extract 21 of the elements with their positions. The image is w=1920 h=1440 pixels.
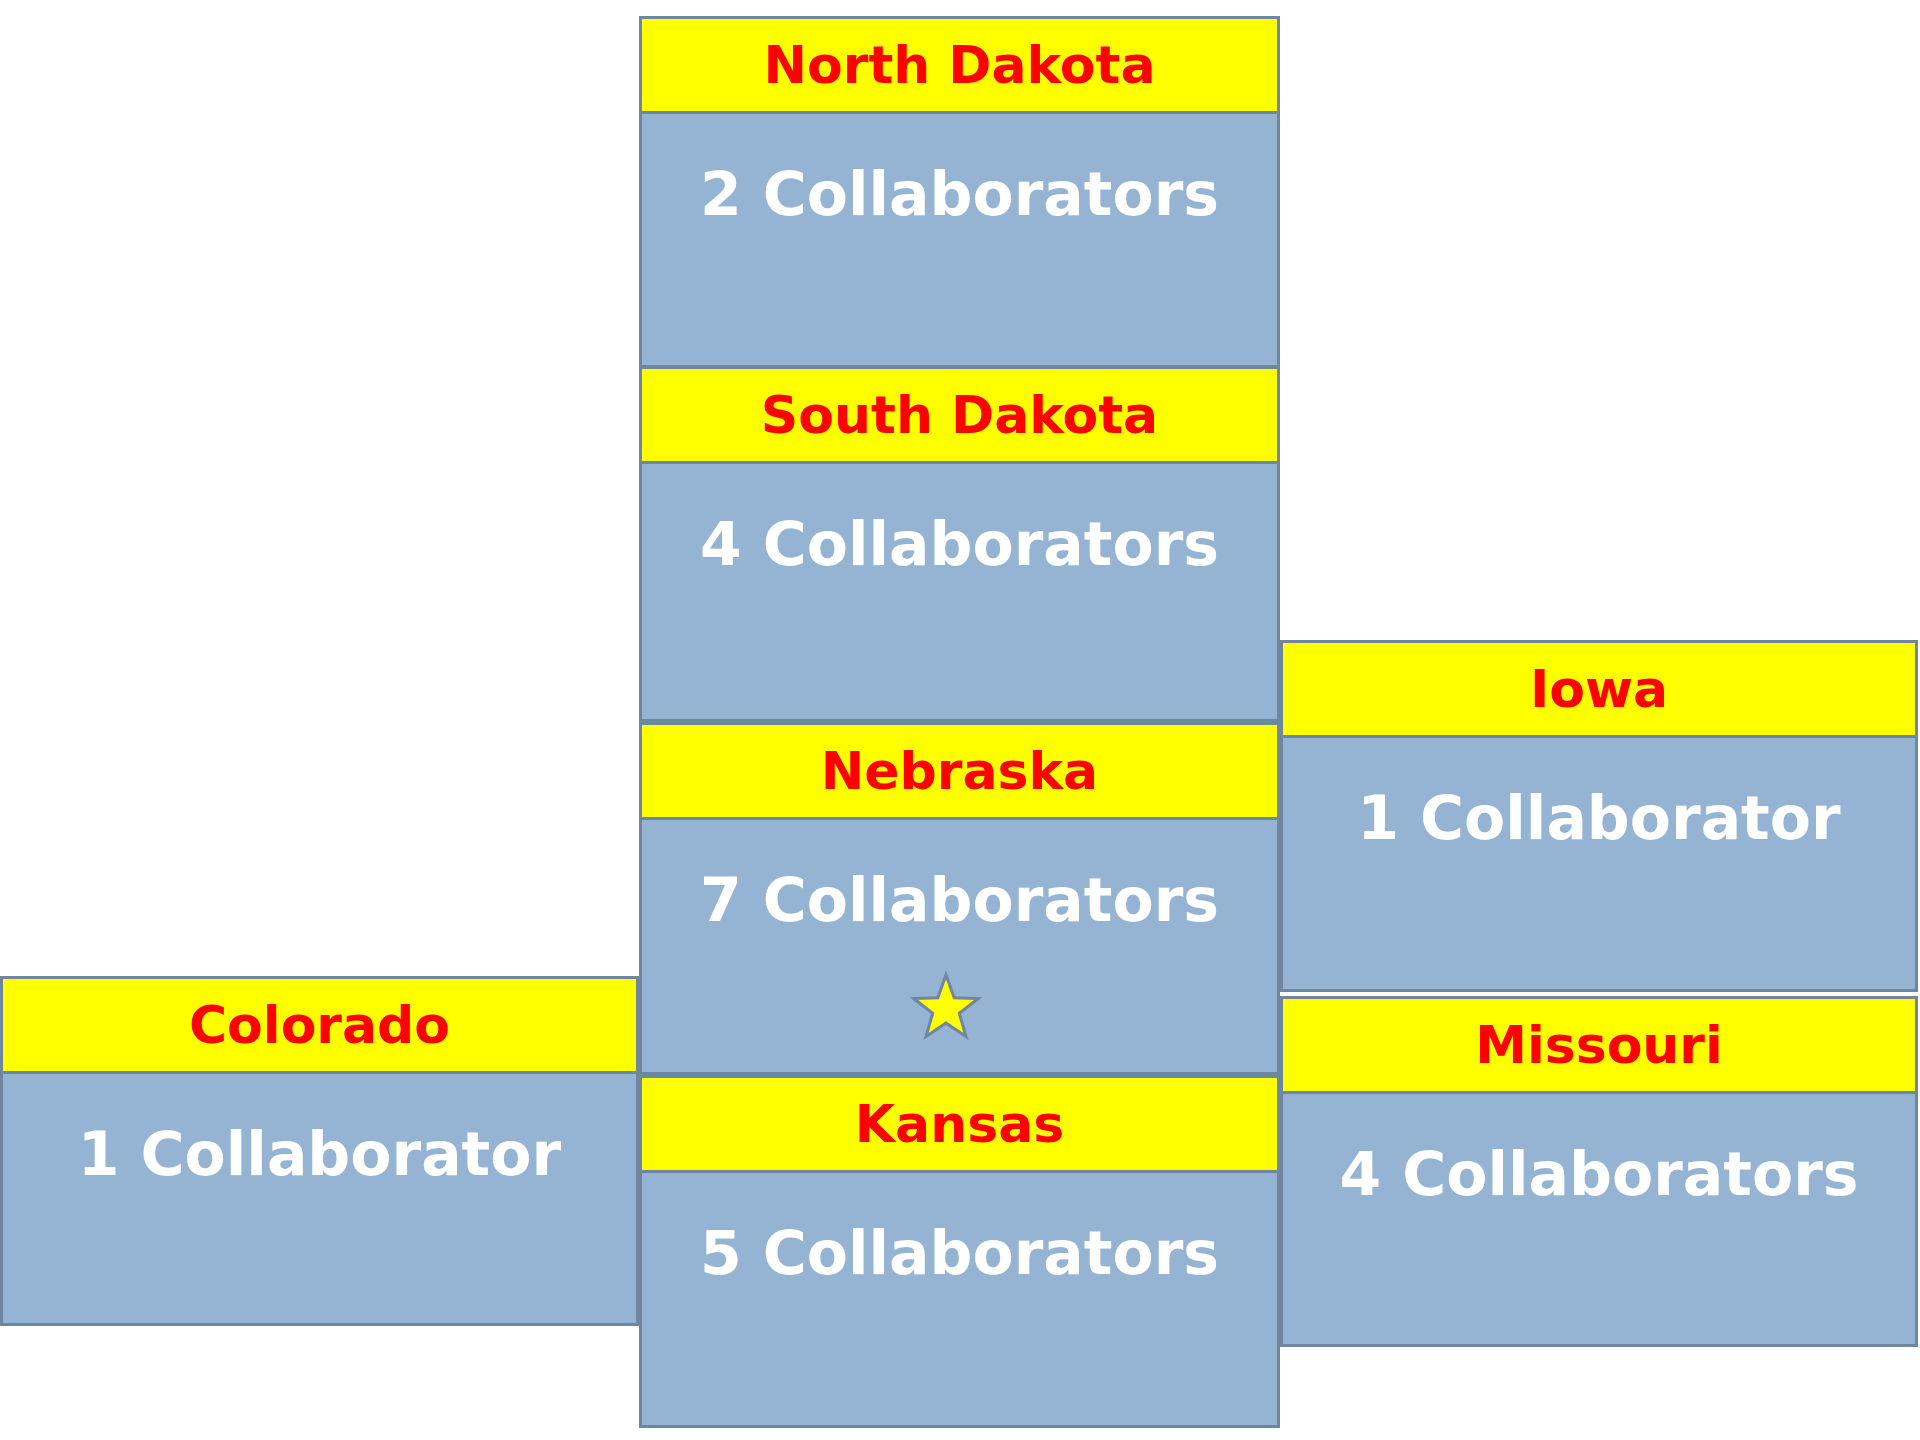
collaborator-count: 1 Collaborator xyxy=(1357,783,1841,853)
region-name: Missouri xyxy=(1475,1015,1723,1075)
collaborator-count: 4 Collaborators xyxy=(1339,1139,1859,1209)
collaborator-count: 4 Collaborators xyxy=(700,509,1219,579)
region-box xyxy=(0,976,639,1326)
region-box xyxy=(639,722,1280,1075)
region-name: Iowa xyxy=(1529,659,1669,719)
region-name: Kansas xyxy=(854,1094,1065,1154)
region-box xyxy=(639,366,1280,722)
region-name: Nebraska xyxy=(820,741,1099,801)
collaborator-count: 5 Collaborators xyxy=(700,1218,1219,1288)
collaborator-count: 1 Collaborator xyxy=(77,1119,562,1189)
region-name: North Dakota xyxy=(763,35,1156,95)
region-box xyxy=(639,1075,1280,1428)
collaborator-count: 2 Collaborators xyxy=(700,159,1219,229)
region-name: Colorado xyxy=(188,995,451,1055)
region-box xyxy=(639,16,1280,368)
region-box xyxy=(1280,640,1918,992)
region-box xyxy=(1280,996,1918,1347)
region-name: South Dakota xyxy=(760,385,1159,445)
collaborator-count: 7 Collaborators xyxy=(700,865,1219,935)
